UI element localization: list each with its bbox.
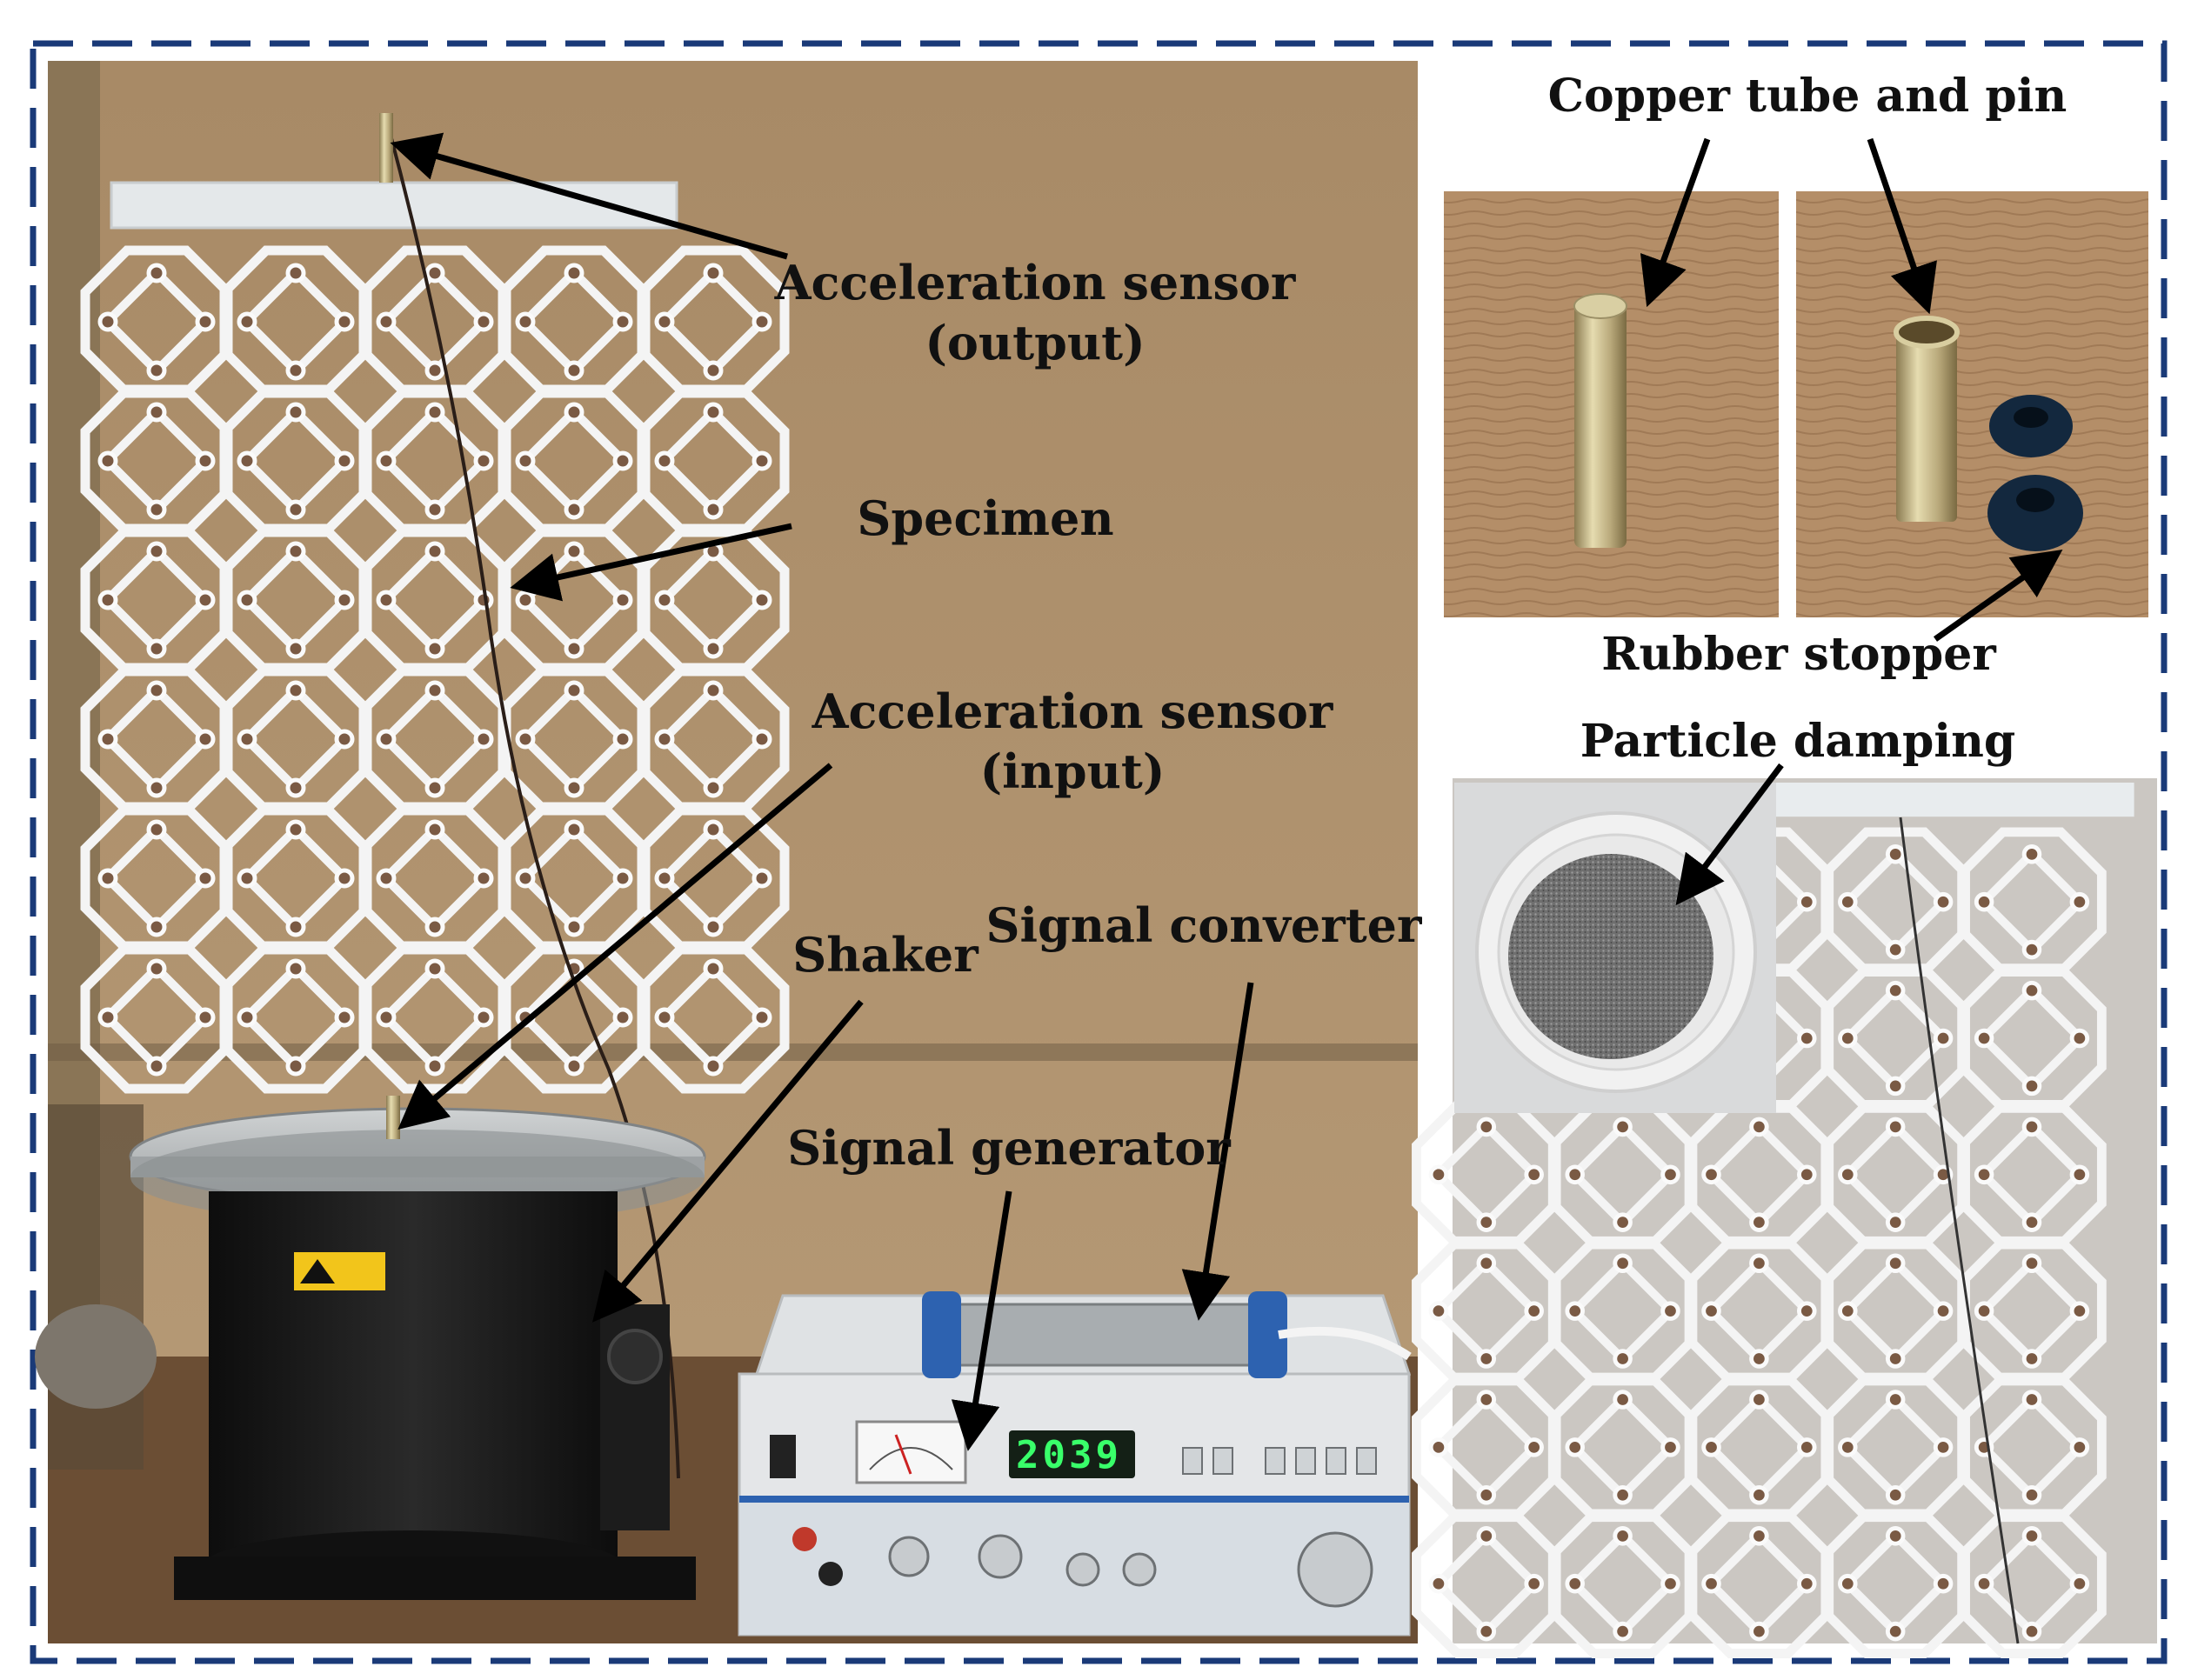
rubber-stopper bbox=[1987, 475, 2083, 551]
output-acceleration-sensor bbox=[379, 113, 393, 183]
main-setup-photo: 2039 bbox=[35, 61, 1418, 1643]
arrow-accel-input bbox=[397, 763, 833, 1130]
input-acceleration-sensor bbox=[386, 1096, 400, 1139]
amplitude-knob[interactable] bbox=[978, 1534, 1023, 1579]
arrow-rubber-stopper bbox=[1933, 549, 2063, 642]
arrow-pin bbox=[1867, 137, 1937, 315]
label-specimen: Specimen bbox=[857, 490, 1113, 546]
range-button[interactable] bbox=[1212, 1447, 1233, 1475]
mode-button[interactable] bbox=[1356, 1447, 1377, 1475]
frequency-display bbox=[1009, 1430, 1135, 1478]
label-acceleration-sensor-output: Acceleration sensor bbox=[774, 255, 1296, 310]
label-signal-converter: Signal converter bbox=[986, 897, 1422, 953]
mode-button[interactable] bbox=[1295, 1447, 1316, 1475]
main-dial-knob[interactable] bbox=[1297, 1531, 1373, 1608]
label-rubber-stopper: Rubber stopper bbox=[1601, 628, 1996, 681]
frequency-readout: 2039 bbox=[1016, 1433, 1122, 1477]
sensor-cable bbox=[385, 121, 680, 1479]
label-acceleration-sensor-input-sub: (input) bbox=[980, 743, 1166, 799]
label-signal-generator: Signal generator bbox=[787, 1120, 1231, 1176]
range-button[interactable] bbox=[1182, 1447, 1203, 1475]
arrow-copper-tube bbox=[1640, 137, 1711, 308]
shaker bbox=[174, 1191, 696, 1600]
copper-tube-photo bbox=[1444, 191, 1779, 617]
arrow-signal-generator bbox=[951, 1190, 1012, 1451]
label-particle-damping: Particle damping bbox=[1580, 715, 2016, 768]
pin-and-stopper-photo bbox=[1796, 191, 2148, 617]
specimen-lattice bbox=[85, 181, 785, 1089]
arrow-signal-converter bbox=[1181, 982, 1254, 1321]
arrow-particle-damping bbox=[1675, 763, 1784, 906]
annotation-arrows bbox=[390, 132, 2063, 1451]
figure-frame bbox=[30, 40, 2168, 1664]
label-copper-tube-and-pin: Copper tube and pin bbox=[1548, 70, 2067, 123]
annotation-labels: Acceleration sensor (output) Specimen Ac… bbox=[774, 70, 2067, 1176]
frequency-knob[interactable] bbox=[1122, 1552, 1157, 1587]
output-knob[interactable] bbox=[888, 1536, 930, 1577]
arrow-accel-output bbox=[390, 132, 788, 260]
analog-meter bbox=[855, 1420, 967, 1484]
mode-button[interactable] bbox=[1265, 1447, 1286, 1475]
frequency-knob[interactable] bbox=[1065, 1552, 1100, 1587]
label-shaker: Shaker bbox=[792, 927, 979, 983]
label-acceleration-sensor-input: Acceleration sensor bbox=[812, 683, 1333, 739]
mode-button[interactable] bbox=[1326, 1447, 1346, 1475]
arrow-specimen bbox=[510, 523, 792, 602]
arrow-shaker bbox=[592, 999, 864, 1323]
label-acceleration-sensor-output-sub: (output) bbox=[925, 315, 1145, 370]
